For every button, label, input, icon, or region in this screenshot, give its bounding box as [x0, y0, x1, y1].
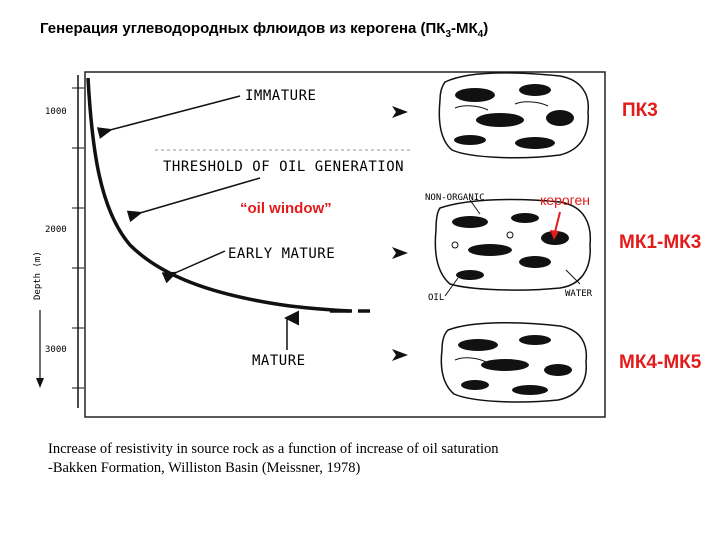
caption-line-1: Increase of resistivity in source rock a…: [48, 441, 499, 457]
depth-axis-label: Depth (m): [33, 251, 43, 300]
label-non-organic: NON-ORGANIC: [425, 193, 485, 203]
label-immature: IMMATURE: [245, 88, 316, 104]
page-title: Генерация углеводородных флюидов из керо…: [40, 20, 489, 40]
kerogen-annotation: кероген: [540, 192, 590, 208]
label-threshold: THRESHOLD OF OIL GENERATION: [163, 159, 404, 175]
right-arrow-2: [392, 247, 408, 259]
plot-frame: [84, 71, 606, 418]
tick-1000: 1000: [45, 107, 67, 117]
label-mature: MATURE: [252, 353, 306, 369]
mk1-mk3-label: МК1-МК3: [619, 232, 702, 253]
maturation-curve: [86, 77, 351, 313]
caption-line-2: -Bakken Formation, Williston Basin (Meis…: [48, 460, 361, 476]
immature-arrow: [96, 95, 241, 139]
rock-inset-immature: [438, 72, 590, 159]
mk4-mk5-label: МК4-МК5: [619, 352, 702, 373]
label-water: WATER: [565, 289, 593, 299]
figure-caption: Increase of resistivity in source rock a…: [48, 440, 499, 478]
pk3-label: ПК3: [622, 100, 658, 121]
depth-ticks: [72, 87, 84, 389]
oil-window-annotation: “oil window”: [240, 200, 332, 217]
right-arrow-3: [392, 349, 408, 361]
threshold-arrow: [126, 177, 261, 223]
label-oil: OIL: [428, 293, 444, 303]
rock-inset-early: [434, 198, 592, 297]
tick-3000: 3000: [45, 345, 67, 355]
early-mature-arrow: [161, 250, 226, 284]
tick-2000: 2000: [45, 225, 67, 235]
rock-inset-mature: [440, 321, 588, 403]
right-arrow-1: [392, 106, 408, 118]
label-early-mature: EARLY MATURE: [228, 246, 335, 262]
